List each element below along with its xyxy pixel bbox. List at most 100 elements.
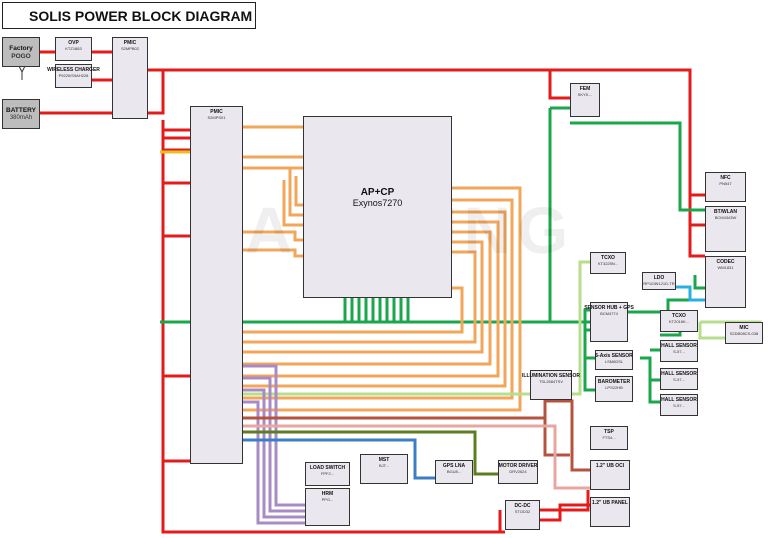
block-tcxo-top: TCXO KT3225N... <box>590 252 626 274</box>
block-name: HALL SENSOR <box>661 343 697 349</box>
block-ub-oci: 1.2" UB OCI <box>590 460 630 490</box>
wire <box>540 503 595 522</box>
block-hall-sensor-2: HALL SENSOR S-57... <box>660 368 698 390</box>
block-name: FEM <box>579 86 591 92</box>
wire <box>148 70 165 115</box>
wire <box>148 68 705 258</box>
block-name: TCXO <box>672 313 686 319</box>
block-name: OVP <box>68 40 79 46</box>
wire <box>543 399 590 472</box>
block-part: S-57... <box>673 377 685 382</box>
block-name: SENSOR HUB + GPS <box>584 305 634 311</box>
wire <box>294 176 303 207</box>
wire <box>548 70 570 100</box>
block-part: S-57... <box>673 349 685 354</box>
block-pmic-main: PMIC S2MPS01 <box>190 106 243 464</box>
block-name: CODEC <box>716 259 735 265</box>
block-dc-dc: DC-DC STOD32 <box>505 500 540 530</box>
block-name: Factory <box>9 44 33 52</box>
block-ldo: LDO RP103N121D-TR <box>642 272 676 290</box>
block-name: AP+CP <box>360 187 395 198</box>
rail-brown <box>243 399 590 472</box>
rail-green <box>160 106 705 404</box>
wire <box>243 364 305 507</box>
wire <box>243 186 522 412</box>
block-part: PN547 <box>719 181 732 186</box>
block-part: POGO <box>11 52 31 60</box>
wire <box>161 120 505 534</box>
wire <box>540 490 590 512</box>
block-part: S-57... <box>673 403 685 408</box>
wire <box>628 298 705 314</box>
wire <box>676 285 705 302</box>
block-part: 380mAh <box>9 114 33 121</box>
wire <box>243 210 507 388</box>
wire <box>243 430 500 476</box>
block-mst: MST BJT... <box>360 454 408 484</box>
block-part: BGU8... <box>446 469 462 474</box>
block-name: GPS LNA <box>442 463 466 469</box>
block-factory-pogo: Factory POGO <box>2 37 40 67</box>
block-tsp: TSP FTS4... <box>590 426 628 450</box>
block-ub-panel: 1.2" UB PANEL <box>590 497 630 527</box>
wire <box>288 168 303 217</box>
rail-blue <box>243 438 435 480</box>
block-codec: CODEC WM1831 <box>705 256 746 308</box>
wire <box>243 416 570 457</box>
block-part: S2MPB02 <box>120 46 139 51</box>
block-part: STOD32 <box>514 509 531 514</box>
block-name: BAROMETER <box>597 379 631 385</box>
wire <box>243 220 500 378</box>
block-part: BCM4343W <box>714 215 737 220</box>
block-part: LPS22HB <box>605 385 623 390</box>
block-gps-lna: GPS LNA BGU8... <box>435 460 473 484</box>
block-name: TSP <box>604 429 614 435</box>
block-name: DC-DC <box>514 503 531 509</box>
rail-cyan <box>676 285 705 302</box>
wire <box>243 230 303 242</box>
block-part: DRV2624 <box>509 469 527 474</box>
block-name: LDO <box>653 275 665 281</box>
wire <box>243 250 477 344</box>
block-part: KT3225N... <box>597 261 619 266</box>
block-part: S2MPS01 <box>207 115 226 120</box>
block-mic: MIC S2DB08CS-038 <box>725 322 763 344</box>
block-part: KTZ1883 <box>65 46 82 51</box>
block-part: Exynos7270 <box>352 198 403 208</box>
wire <box>282 180 303 227</box>
wire <box>243 260 590 396</box>
block-fem: FEM SKY5.... <box>570 83 600 117</box>
block-name: BATTERY <box>6 106 36 114</box>
block-bt-wlan: BT/WLAN BCM4343W <box>705 206 746 252</box>
wire <box>243 376 305 513</box>
block-battery: BATTERY 380mAh <box>2 99 40 129</box>
block-part: S2DB08CS-038 <box>729 331 759 336</box>
block-part: SKY5.... <box>577 92 593 97</box>
block-name: 6-Axis SENSOR <box>595 353 633 359</box>
block-name: HALL SENSOR <box>661 397 697 403</box>
wire <box>243 424 590 490</box>
block-name: BT/WLAN <box>713 209 738 215</box>
wire <box>640 356 660 382</box>
block-name: MST <box>378 457 390 463</box>
block-part: FTS4... <box>602 435 616 440</box>
block-illumination-sensor: ILLUMINATION SENSOR TSL2584TSV <box>522 370 580 400</box>
block-name: PMIC <box>123 40 137 46</box>
wire <box>243 438 435 480</box>
block-hall-sensor-1: HALL SENSOR S-57... <box>660 340 698 362</box>
block-name: ILLUMINATION SENSOR <box>522 373 580 379</box>
block-name: PMIC <box>210 109 223 115</box>
block-pmic-charger: PMIC S2MPB02 <box>112 37 148 119</box>
rail-orange <box>243 125 522 412</box>
block-6axis-sensor: 6-Axis SENSOR LSM6DSL <box>595 350 633 370</box>
block-barometer: BAROMETER LPS22HB <box>595 376 633 402</box>
block-part: KT2016K... <box>668 319 689 324</box>
block-name: MOTOR DRIVER <box>498 463 538 469</box>
block-part: BCM4774 <box>600 311 618 316</box>
block-part: BJT... <box>378 463 389 468</box>
rail-purple <box>243 364 305 525</box>
rail-red <box>40 50 730 534</box>
block-hrm: HRM PPG... <box>305 488 350 526</box>
block-name: HRM <box>321 491 334 497</box>
